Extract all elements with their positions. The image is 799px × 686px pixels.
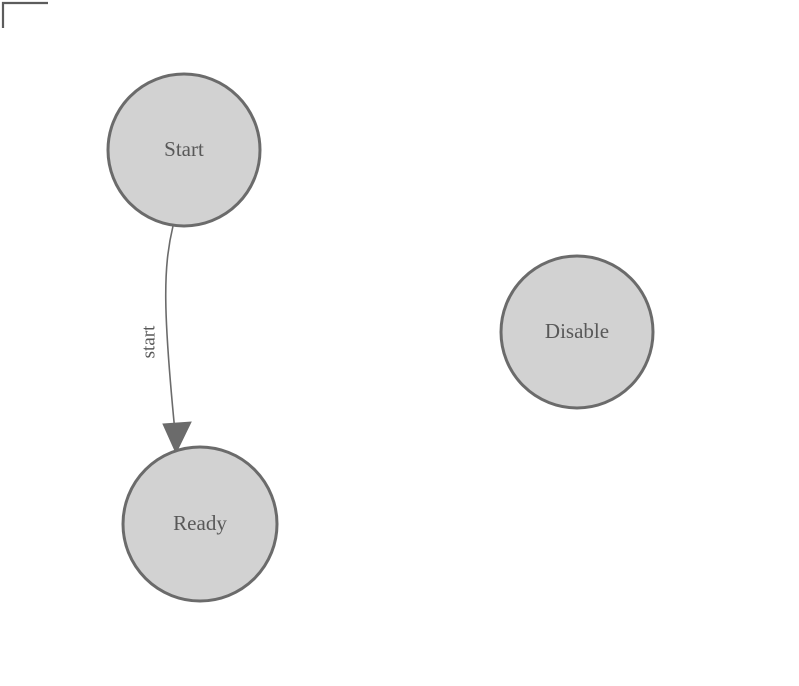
edge-line (164, 225, 176, 433)
node-start[interactable]: Start (106, 72, 262, 228)
edge-label-start: start (138, 325, 159, 358)
node-disable-label: Disable (545, 319, 609, 343)
edge-start-to-ready[interactable]: start (138, 225, 192, 455)
node-ready-shape (121, 445, 279, 603)
arrowhead-icon (162, 421, 192, 455)
corner-mark-icon (1, 1, 48, 28)
node-start-label: Start (164, 137, 204, 161)
node-disable-shape (499, 254, 655, 410)
node-ready-label: Ready (173, 511, 227, 535)
node-start-shape (106, 72, 262, 228)
node-ready[interactable]: Ready (121, 445, 279, 603)
node-disable[interactable]: Disable (499, 254, 655, 410)
